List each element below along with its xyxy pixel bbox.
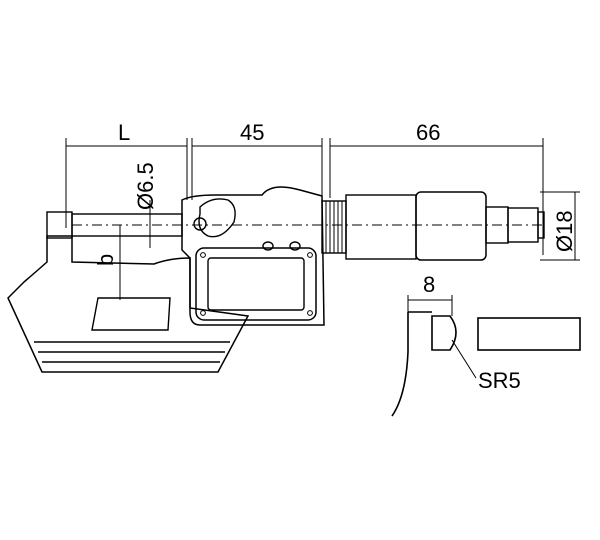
label-66: 66 <box>416 120 440 145</box>
label-spindle-diameter: Ø6.5 <box>133 162 158 210</box>
micrometer-frame <box>7 211 250 373</box>
dimension-lines <box>65 138 580 300</box>
label-45: 45 <box>240 120 264 145</box>
digital-head <box>181 186 325 326</box>
label-L: L <box>118 120 130 145</box>
label-b: b <box>93 254 118 266</box>
label-tip-radius: SR5 <box>478 368 521 393</box>
label-tip-width: 8 <box>423 272 435 297</box>
tip-detail <box>391 295 581 417</box>
round-buttons <box>262 241 301 251</box>
barrel <box>321 194 417 260</box>
knurled-thimble <box>415 191 545 261</box>
label-thimble-diameter: Ø18 <box>552 210 577 252</box>
